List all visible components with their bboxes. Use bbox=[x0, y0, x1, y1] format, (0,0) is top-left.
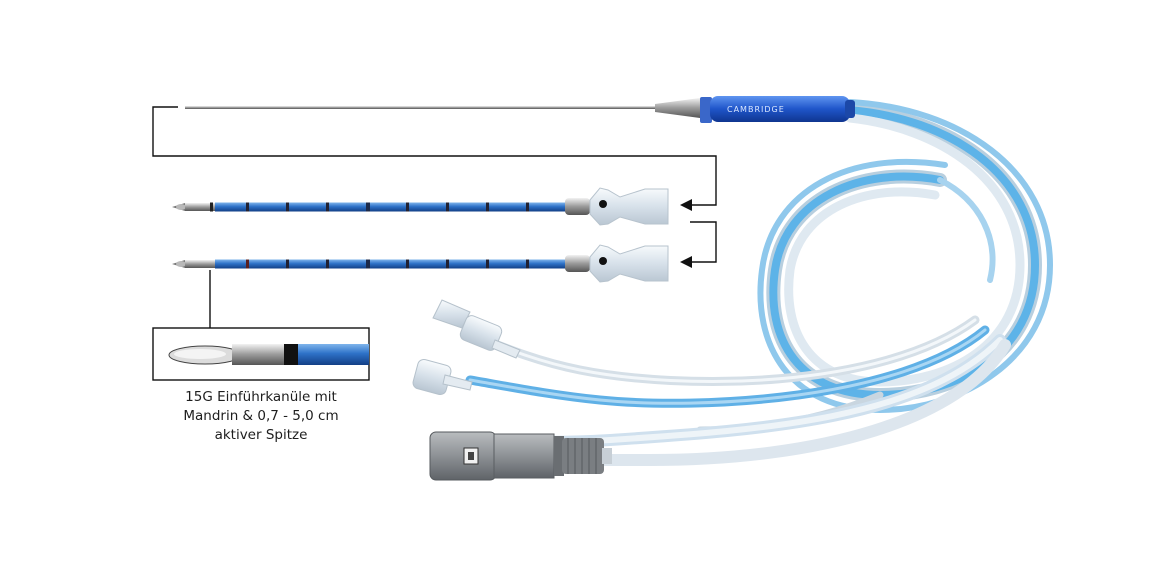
lemo-plug-icon bbox=[429, 431, 612, 481]
luer-connector-2 bbox=[412, 358, 473, 396]
caption-line-1: 15G Einführkanüle mit bbox=[185, 389, 337, 405]
introducer-cannula-1 bbox=[172, 187, 669, 226]
introducer-cannula-2 bbox=[172, 244, 669, 283]
caption-line-3: aktiver Spitze bbox=[214, 427, 308, 443]
bracket-lines bbox=[152, 106, 717, 328]
brand-label: CAMBRIDGE bbox=[727, 105, 785, 114]
luer-connector-1 bbox=[432, 299, 521, 359]
rf-electrode: CAMBRIDGE bbox=[185, 96, 855, 123]
tip-caption: 15G Einführkanüle mit Mandrin & 0,7 - 5,… bbox=[153, 388, 369, 445]
caption-line-2: Mandrin & 0,7 - 5,0 cm bbox=[183, 408, 339, 424]
tip-detail-box bbox=[152, 327, 370, 381]
arrow-icon bbox=[680, 199, 692, 268]
